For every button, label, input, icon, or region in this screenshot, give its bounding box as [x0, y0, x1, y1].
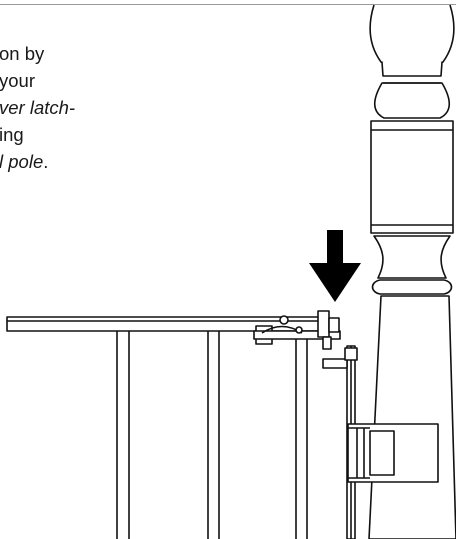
latch-lever [317, 310, 330, 338]
instruction-line-1: on by [0, 43, 45, 64]
arrow-down-icon [309, 230, 361, 302]
post-neck-upper [381, 61, 443, 77]
post-finial [369, 4, 455, 66]
instruction-line-4: ing [0, 124, 24, 145]
latch-pin [295, 326, 303, 334]
instruction-line-5-italic: l pole [0, 151, 44, 172]
latch-knob [279, 315, 289, 325]
post-shaft [370, 120, 454, 234]
latch-catch [322, 336, 332, 350]
top-rule [0, 4, 456, 5]
instruction-line-2: your [0, 70, 35, 91]
post-base [368, 295, 456, 539]
latch [253, 310, 341, 350]
clamp-block [369, 430, 395, 476]
gate-bars [116, 331, 308, 539]
post-clamp [347, 423, 439, 483]
latch-lever-tip [328, 317, 340, 333]
instruction-line-3-italic: ver latch- [0, 97, 76, 118]
gate-top-rail [6, 316, 328, 332]
mount-pin-cap [344, 347, 358, 361]
instruction-line-5-end: . [43, 151, 49, 172]
instruction-line-3: ver latch- [0, 94, 149, 121]
mount-pin [322, 358, 348, 369]
post-collar-upper [373, 82, 451, 119]
instruction-text: on by your ver latch- ing l pole. [0, 40, 149, 175]
post-base-ring [371, 279, 453, 295]
instruction-line-5: l pole. [0, 148, 149, 175]
post-neck-lower [373, 235, 451, 279]
